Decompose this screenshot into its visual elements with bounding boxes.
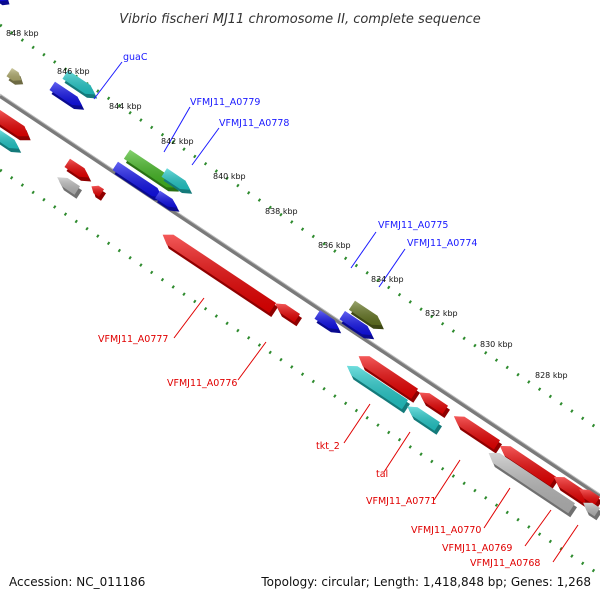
gene-feature-grey-gloss — [583, 502, 600, 517]
gene-label: VFMJ11_A0774 — [407, 238, 477, 249]
backbone-highlight — [0, 93, 600, 495]
gene-feature-blue-shadow — [0, 0, 10, 6]
gene-feature-cyan-gloss — [0, 130, 20, 149]
features — [0, 0, 600, 521]
gene-label: guaC — [123, 52, 148, 63]
callout-line — [343, 403, 371, 444]
gene-feature-red-gloss — [91, 185, 104, 197]
gene-label: VFMJ11_A0776 — [167, 378, 237, 389]
gene-feature-VFMJ11_A0770-gloss — [499, 445, 556, 486]
callout-line — [173, 297, 205, 339]
callout-line — [433, 459, 461, 501]
inner-tick-ring — [0, 168, 600, 577]
gene-feature-VFMJ11_A0771-gloss — [453, 416, 500, 450]
gene-feature-tal-gloss — [407, 406, 440, 431]
gene-feature-red-gloss — [419, 392, 448, 414]
tick-label: 840 kbp — [213, 172, 246, 181]
tick-label: 842 kbp — [161, 137, 194, 146]
callout-line — [483, 487, 511, 529]
gene-label: VFMJ11_A0771 — [366, 496, 436, 507]
gene-feature-blue-gloss — [339, 311, 373, 336]
callout-line — [350, 231, 377, 269]
gene-feature-blue-gloss — [155, 190, 178, 208]
accession-text: Accession: NC_011186 — [9, 575, 145, 589]
callout-line — [383, 431, 411, 473]
gene-label: tkt_2 — [316, 441, 340, 452]
gene-feature-VFMJ11_A0768-gloss — [553, 476, 590, 504]
gene-feature-VFMJ11_A0778-gloss — [161, 168, 191, 190]
gene-feature-VFMJ11_A0777-gloss — [162, 234, 276, 313]
callout-line — [163, 106, 191, 153]
topology-text: Topology: circular; Length: 1,418,848 bp… — [260, 575, 591, 589]
gene-feature-VFMJ11_A0774-gloss — [348, 300, 382, 326]
callout-line — [378, 248, 406, 288]
gene-feature-VFMJ11_A0776-gloss — [275, 303, 300, 323]
gene-feature-cyan-gloss — [346, 365, 408, 410]
callout-line — [524, 509, 552, 547]
tick-label: 830 kbp — [480, 340, 513, 349]
gene-feature-red-gloss — [64, 158, 90, 178]
gene-label: VFMJ11_A0769 — [442, 543, 512, 554]
gene-feature-red-gloss — [579, 489, 600, 506]
gene-label: VFMJ11_A0770 — [411, 525, 481, 536]
gene-feature-blue-gloss — [112, 161, 163, 198]
gene-label: VFMJ11_A0768 — [470, 558, 540, 569]
tick-label: 834 kbp — [371, 275, 404, 284]
gene-label: VFMJ11_A0775 — [378, 220, 448, 231]
tick-label: 848 kbp — [6, 29, 39, 38]
gene-feature-blue-gloss — [49, 81, 83, 106]
gene-label: VFMJ11_A0777 — [98, 334, 168, 345]
gene-label: VFMJ11_A0778 — [219, 118, 289, 129]
tick-label: 838 kbp — [265, 207, 298, 216]
gene-feature-khaki-gloss — [6, 68, 22, 81]
gene-label: VFMJ11_A0779 — [190, 97, 260, 108]
callout-line — [191, 127, 220, 166]
gene-feature-tkt_2-gloss — [358, 356, 418, 399]
gene-feature-VFMJ11_A0769-gloss — [488, 453, 575, 514]
callout-line — [237, 341, 267, 381]
callout-lines — [93, 61, 579, 563]
tick-label: 844 kbp — [109, 102, 142, 111]
gene-label: tal — [376, 469, 388, 480]
gene-feature-guaC-gloss — [62, 70, 96, 95]
callout-line — [93, 61, 123, 100]
gene-feature-red-gloss — [0, 110, 29, 137]
gene-feature-VFMJ11_A0775-gloss — [314, 310, 340, 330]
tick-label: 828 kbp — [535, 371, 568, 380]
gene-feature-grey-gloss — [57, 177, 80, 195]
map-title: Vibrio fischeri MJ11 chromosome II, comp… — [119, 12, 480, 27]
tick-label: 832 kbp — [425, 309, 458, 318]
backbone — [0, 94, 600, 498]
tick-label: 836 kbp — [318, 241, 351, 250]
callout-line — [552, 524, 579, 563]
gene-feature-blue-gloss — [0, 0, 8, 2]
tick-label: 846 kbp — [57, 67, 90, 76]
